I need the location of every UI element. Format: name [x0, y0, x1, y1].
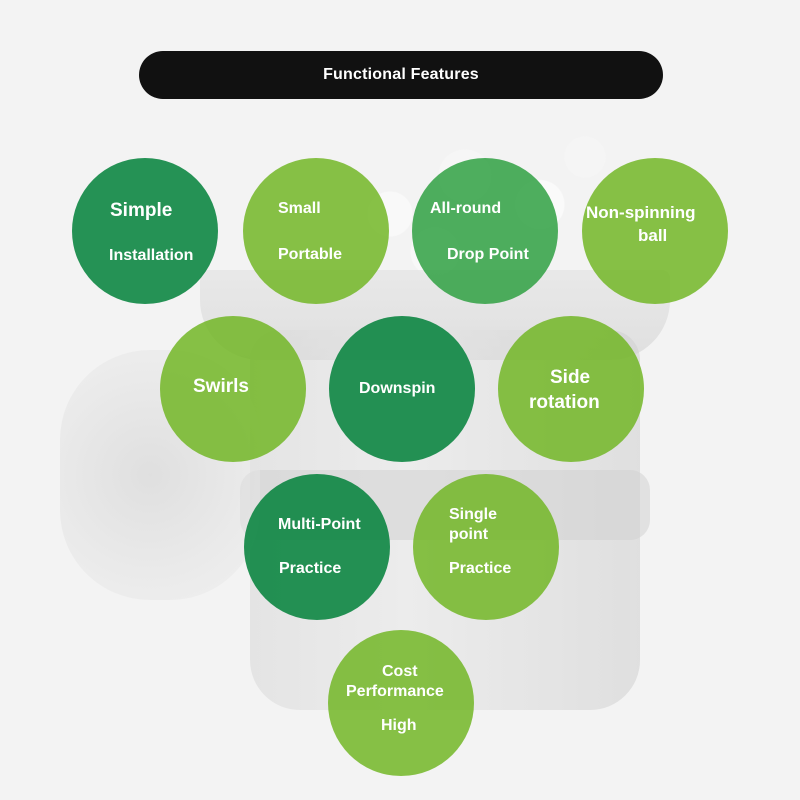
page-title: Functional Features [323, 66, 479, 83]
feature-single-point-practice: Single point Practice [413, 474, 559, 620]
feature-non-spinning-ball: Non-spinning ball [582, 158, 728, 304]
feature-line: rotation [529, 392, 600, 413]
feature-line: ball [638, 226, 668, 245]
feature-line: Side [550, 367, 591, 388]
feature-small-portable: Small Portable [243, 158, 389, 304]
feature-swirls: Swirls [160, 316, 306, 462]
feature-line: All-round [430, 200, 502, 217]
feature-line: Multi-Point [278, 516, 361, 533]
feature-downspin: Downspin [329, 316, 475, 462]
feature-simple-installation: Simple Installation [72, 158, 218, 304]
feature-line: Downspin [359, 380, 436, 397]
feature-line: Drop Point [447, 246, 529, 263]
feature-line: Practice [279, 560, 342, 577]
feature-line: Non-spinning [586, 203, 696, 222]
feature-line: Portable [278, 246, 343, 263]
feature-line: Installation [109, 247, 194, 264]
feature-cost-performance-high: Cost Performance High [328, 630, 474, 776]
feature-line: Simple [110, 200, 173, 221]
feature-line: Practice [449, 560, 512, 577]
feature-line: Swirls [193, 376, 249, 397]
feature-line: High [381, 717, 417, 734]
feature-line: Single [449, 506, 498, 523]
feature-line: point [449, 526, 489, 543]
header-banner: Functional Features [139, 51, 663, 99]
feature-all-round-drop-point: All-round Drop Point [412, 158, 558, 304]
feature-line: Cost [382, 663, 418, 680]
feature-multi-point-practice: Multi-Point Practice [244, 474, 390, 620]
feature-line: Small [278, 200, 321, 217]
feature-side-rotation: Side rotation [498, 316, 644, 462]
feature-line: Performance [346, 683, 444, 700]
